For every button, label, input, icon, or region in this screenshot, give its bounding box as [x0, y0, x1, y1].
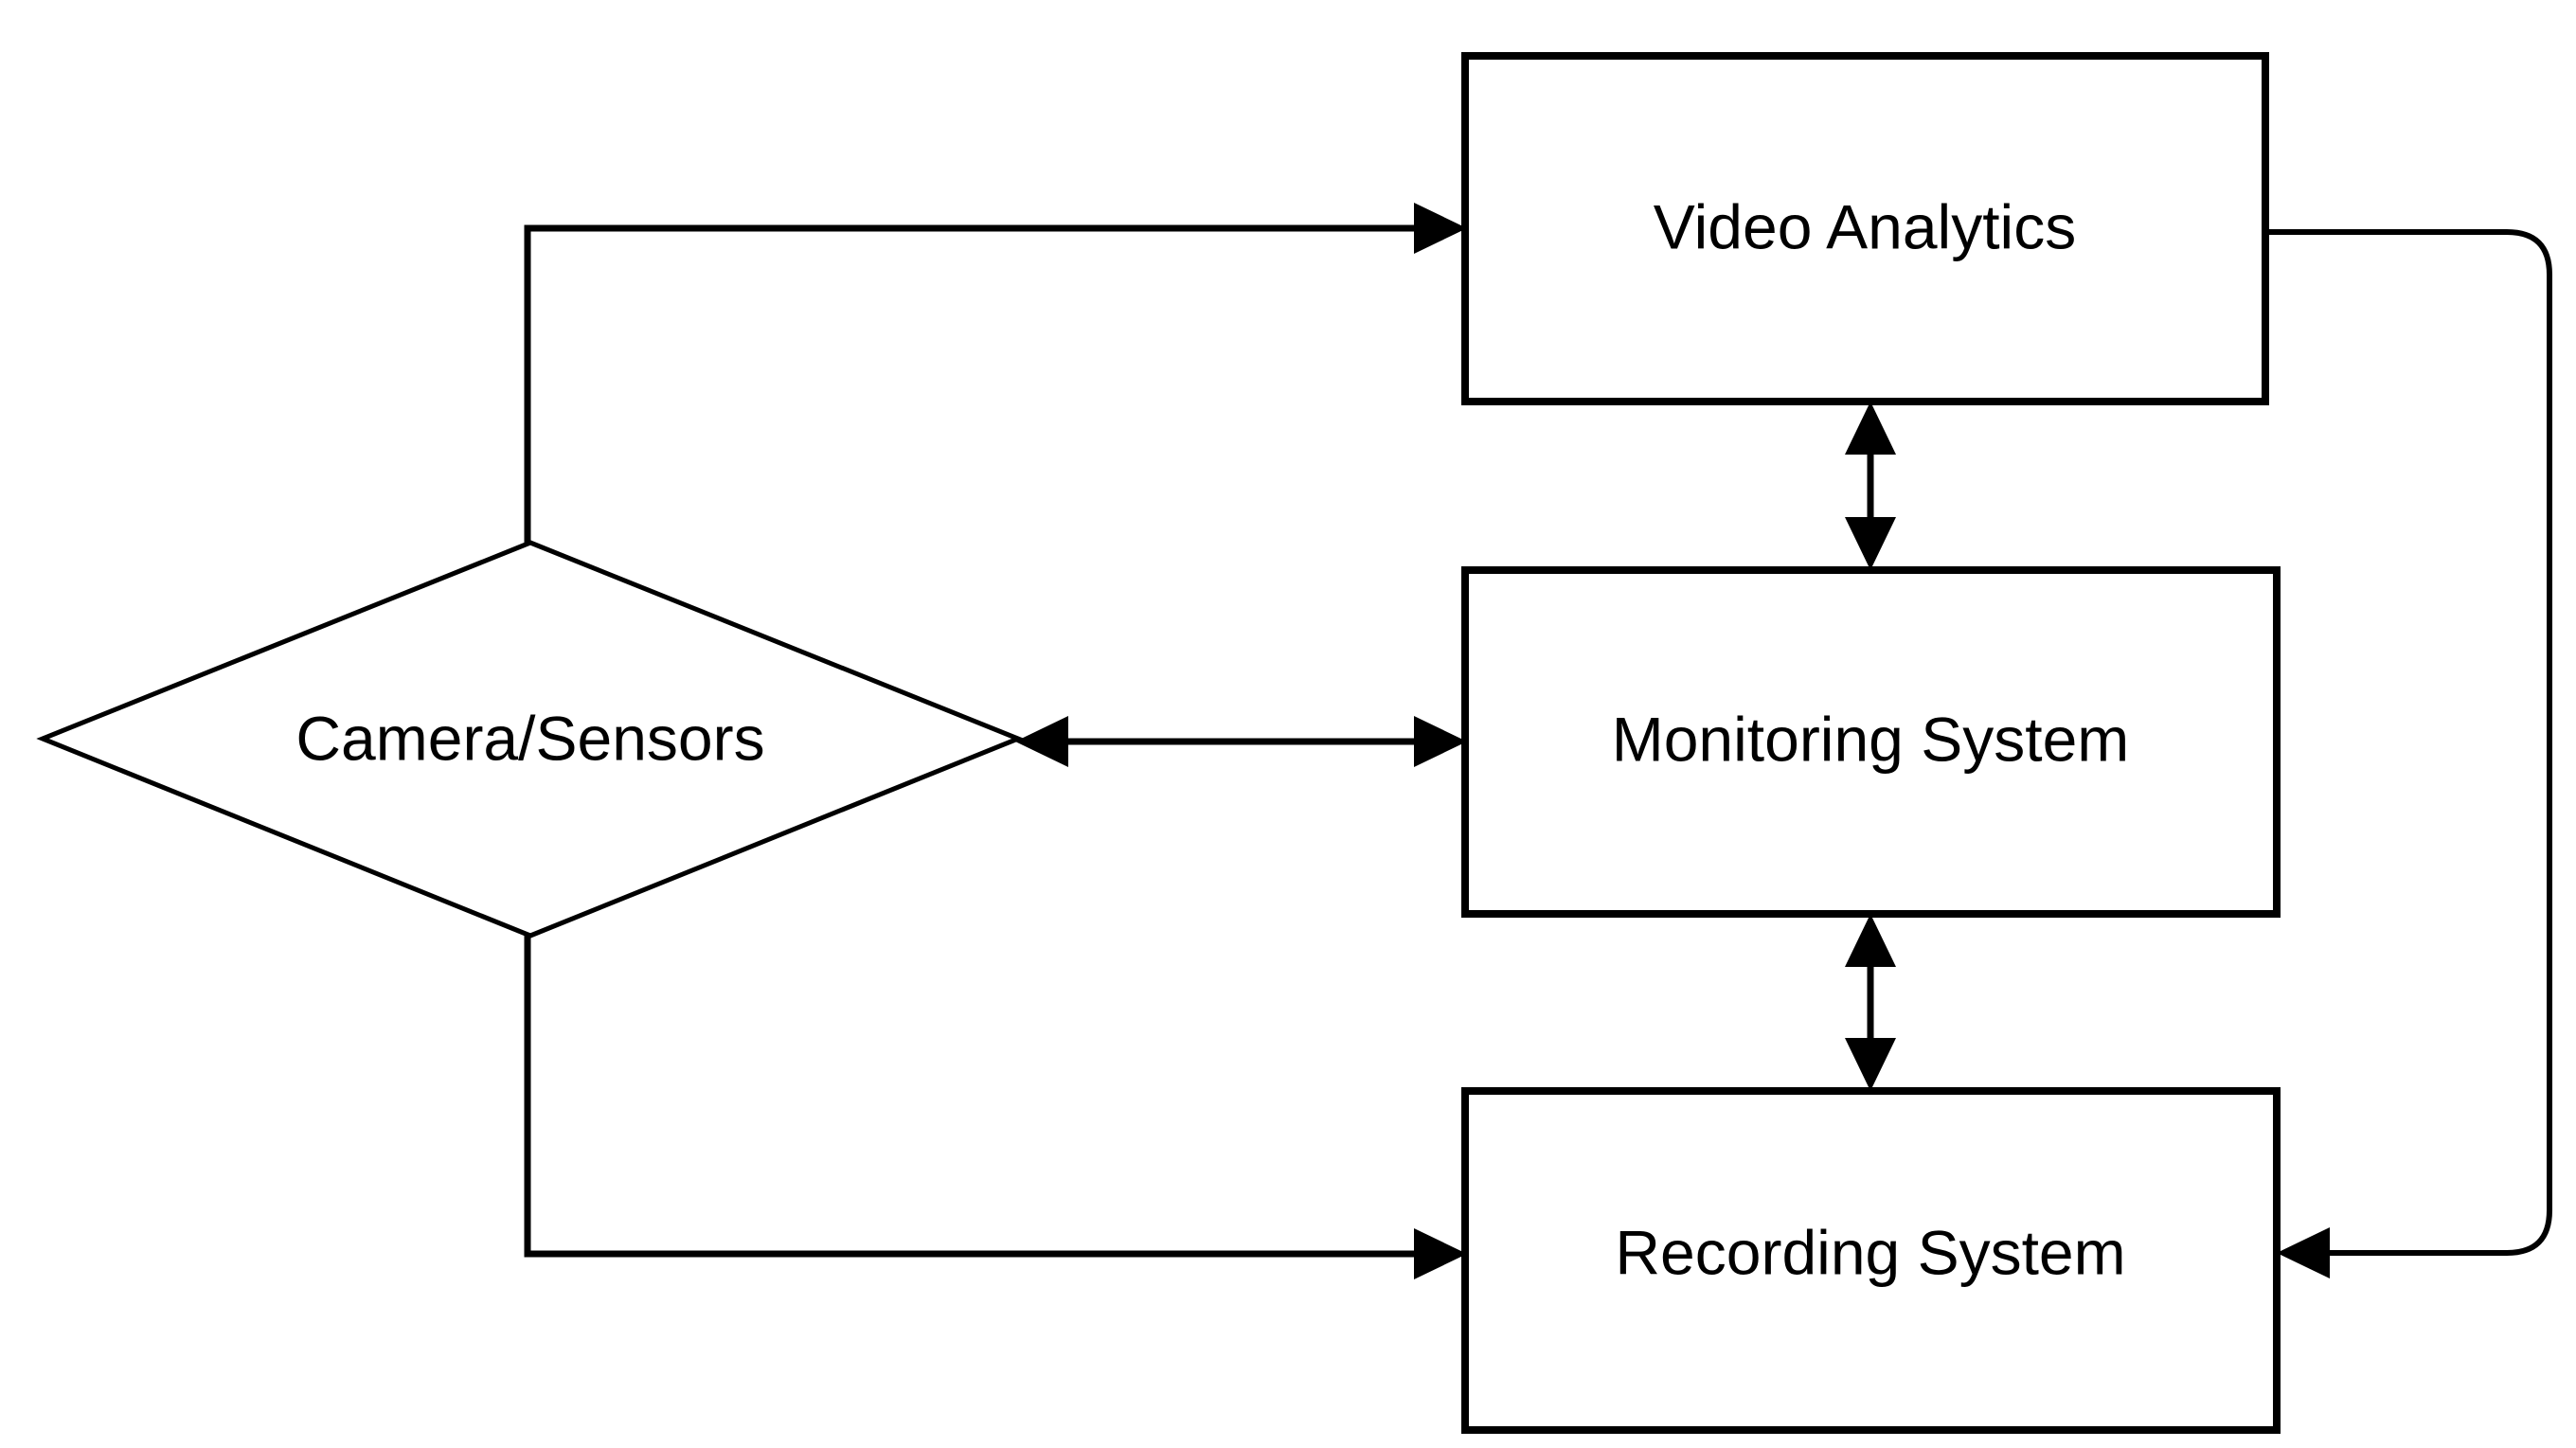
- monitoring-system-label: Monitoring System: [1612, 704, 2130, 774]
- arrowhead-into-camera-sensors: [1015, 716, 1068, 767]
- arrowhead-into-recording-system-right: [2277, 1227, 2330, 1278]
- edge-camera-to-video-analytics-line: [524, 224, 1442, 543]
- edge-video-analytics-to-recording-system-line: [2265, 229, 2552, 1256]
- arrowhead-into-recording-system-left: [1414, 1228, 1467, 1279]
- edge-camera-to-recording-system: [524, 936, 1467, 1279]
- edge-monitoring-recording-bidirectional: [1845, 914, 1896, 1091]
- edge-camera-monitoring-bidirectional: [1015, 716, 1467, 767]
- arrowhead-into-recording-system-top: [1845, 1038, 1896, 1091]
- camera-sensors-diamond-shape[interactable]: [36, 540, 1025, 939]
- recording-system-label: Recording System: [1615, 1217, 2125, 1287]
- node-recording-system[interactable]: Recording System: [1461, 1087, 2281, 1434]
- arrowhead-into-monitoring-system-bottom: [1845, 914, 1896, 967]
- recording-system-box-shape[interactable]: [1461, 1087, 2281, 1434]
- arrowhead-into-video-analytics-bottom: [1845, 402, 1896, 455]
- edge-camera-to-recording-system-line: [524, 936, 1442, 1258]
- video-analytics-box-shape[interactable]: [1461, 52, 2269, 405]
- edge-video-analytics-monitoring-bidirectional: [1845, 402, 1896, 570]
- node-video-analytics[interactable]: Video Analytics: [1461, 52, 2269, 405]
- node-monitoring-system[interactable]: Monitoring System: [1461, 566, 2281, 918]
- arrowhead-into-video-analytics: [1414, 203, 1467, 254]
- edge-video-analytics-to-recording-system: [2265, 229, 2552, 1278]
- edge-camera-to-video-analytics: [524, 203, 1467, 543]
- monitoring-system-box-shape[interactable]: [1461, 566, 2281, 918]
- arrowhead-into-monitoring-system-left: [1414, 716, 1467, 767]
- camera-sensors-label: Camera/Sensors: [295, 703, 764, 773]
- arrowhead-into-monitoring-system-top: [1845, 517, 1896, 570]
- video-analytics-label: Video Analytics: [1654, 191, 2076, 261]
- node-camera-sensors[interactable]: Camera/Sensors: [36, 540, 1025, 939]
